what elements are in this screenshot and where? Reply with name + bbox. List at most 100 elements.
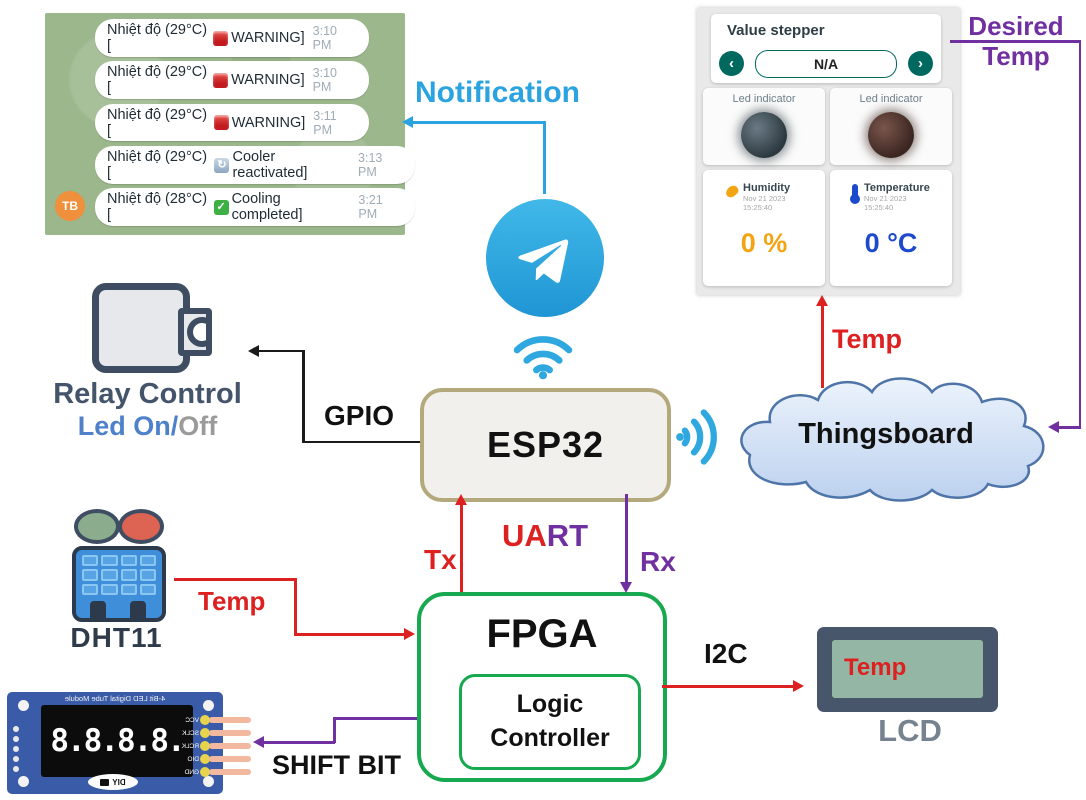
mounting-hole	[18, 700, 29, 711]
dht-temp-label: Temp	[198, 586, 266, 616]
dht11-foot	[90, 601, 106, 618]
message-time: 3:13 PM	[358, 151, 383, 179]
wifi-signal-right-icon	[676, 409, 717, 465]
thermometer-icon	[850, 184, 860, 204]
avatar: TB	[55, 191, 85, 221]
arrowhead	[253, 736, 264, 748]
mounting-hole	[203, 700, 214, 711]
message-time: 3:11 PM	[313, 108, 337, 137]
message-status: WARNING]	[231, 30, 305, 46]
pin-connector	[209, 769, 251, 775]
temperature-timestamp: 15:25:40	[864, 203, 894, 213]
module-top-text: 4-Bit LED Digital Tube Module	[64, 694, 166, 703]
relay-notch	[187, 317, 206, 347]
message-time: 3:10 PM	[312, 66, 337, 94]
stepper-value-field[interactable]: N/A	[755, 50, 897, 78]
humidity-card: Humidity Nov 21 2023 15:25:40 0 %	[703, 170, 825, 286]
relay-title: Relay Control	[53, 378, 242, 410]
message-status: Cooling completed]	[231, 191, 303, 223]
logic-controller-block: Logic Controller	[459, 674, 641, 770]
temp-to-dashboard-line	[821, 302, 824, 388]
dht11-green-led	[74, 509, 120, 544]
temperature-title: Temperature	[864, 182, 930, 194]
stepper-decrement-button[interactable]: ‹	[719, 51, 744, 76]
stepper-increment-button[interactable]: ›	[908, 51, 933, 76]
message-text: Nhiệt độ (29°C) [	[107, 149, 208, 181]
pin-pad	[200, 741, 210, 751]
pin-label: RCLK	[181, 743, 199, 750]
arrowhead	[248, 344, 259, 357]
dht11-icon	[72, 546, 166, 622]
refresh-icon: ↻	[214, 157, 230, 173]
led-tube-module: 4-Bit LED Digital Tube Module 8.8.8.8. V…	[7, 692, 251, 794]
dht11-label: DHT11	[70, 622, 163, 653]
check-icon: ✓	[213, 199, 229, 215]
paper-plane-icon	[518, 239, 569, 283]
shift-bit-line	[333, 717, 336, 743]
logic-controller-line2: Controller	[490, 724, 610, 752]
shift-bit-line	[263, 741, 335, 744]
fpga-label: FPGA	[486, 612, 598, 656]
desired-temp-line2: Temp	[982, 40, 1050, 71]
arrowhead	[793, 680, 804, 692]
thingsboard-label: Thingsboard	[798, 418, 974, 450]
dht11-red-led	[118, 509, 164, 544]
notification-arrow-line	[543, 121, 546, 198]
relay-icon	[92, 283, 190, 373]
pin-pad	[200, 728, 210, 738]
logic-controller-line1: Logic	[516, 690, 584, 719]
i2c-line	[662, 685, 793, 688]
temperature-date: Nov 21 2023	[864, 194, 907, 203]
pin-connector	[209, 717, 251, 723]
uart-part2: RT	[546, 518, 589, 553]
desired-temp-label: Desired Temp	[950, 11, 1082, 72]
dht-temp-line	[174, 578, 296, 581]
message-status: WARNING]	[231, 72, 305, 88]
esp32-block: ESP32	[420, 388, 671, 502]
pin-pad	[200, 754, 210, 764]
message-status: WARNING]	[231, 114, 306, 131]
tx-label: Tx	[424, 544, 457, 575]
dht-temp-line	[294, 633, 404, 636]
siren-icon	[213, 115, 229, 130]
led-indicator-title: Led indicator	[732, 93, 796, 105]
temperature-card: Temperature Nov 21 2023 15:25:40 0 °C	[830, 170, 952, 286]
desired-temp-line	[1078, 40, 1081, 428]
pin-connector	[209, 730, 251, 736]
mounting-hole	[18, 776, 29, 787]
dht11-grid	[82, 555, 156, 595]
i2c-label: I2C	[704, 638, 748, 669]
desired-temp-line	[1057, 426, 1081, 429]
gpio-line	[302, 349, 305, 443]
chat-message: Nhiệt độ (29°C) [ WARNING] 3:11 PM	[95, 104, 369, 141]
humidity-title: Humidity	[743, 182, 791, 194]
message-time: 3:10 PM	[312, 24, 337, 52]
thingsboard-dashboard: Value stepper ‹ N/A › Led indicator Led …	[697, 8, 960, 295]
arrowhead	[1048, 421, 1059, 433]
off-text: Off	[178, 411, 218, 441]
temperature-value: 0 °C	[864, 228, 918, 258]
rx-line	[625, 494, 628, 582]
diy-logo-text: DIY	[112, 777, 126, 787]
led-indicator-card-left: Led indicator	[703, 88, 825, 165]
message-text: Nhiệt độ (29°C) [	[107, 106, 208, 139]
chat-message: Nhiệt độ (29°C) [↻Cooler reactivated] 3:…	[95, 146, 415, 184]
desired-temp-line1: Desired	[968, 11, 1064, 41]
lcd-screen-text: Temp	[844, 654, 907, 681]
chat-message: Nhiệt độ (29°C) [WARNING] 3:10 PM	[95, 61, 369, 99]
shift-bit-label: SHIFT BIT	[272, 750, 401, 780]
thingsboard-cloud: Thingsboard	[736, 362, 1086, 514]
wifi-icon	[513, 336, 573, 380]
seven-segment-display: 8.8.8.8.	[41, 705, 193, 777]
humidity-date: Nov 21 2023	[743, 194, 786, 203]
slash-text: /	[170, 411, 179, 441]
droplet-icon	[723, 183, 741, 200]
chat-message: Nhiệt độ (29°C) [WARNING] 3:10 PM	[95, 19, 369, 57]
led-indicator-circle	[741, 112, 787, 158]
led-indicator-circle	[868, 112, 914, 158]
value-stepper-card: Value stepper ‹ N/A ›	[711, 14, 941, 83]
pcb-dot	[13, 736, 19, 742]
relay-icon-tab	[178, 308, 212, 356]
lcd-screen: Temp	[832, 640, 983, 698]
